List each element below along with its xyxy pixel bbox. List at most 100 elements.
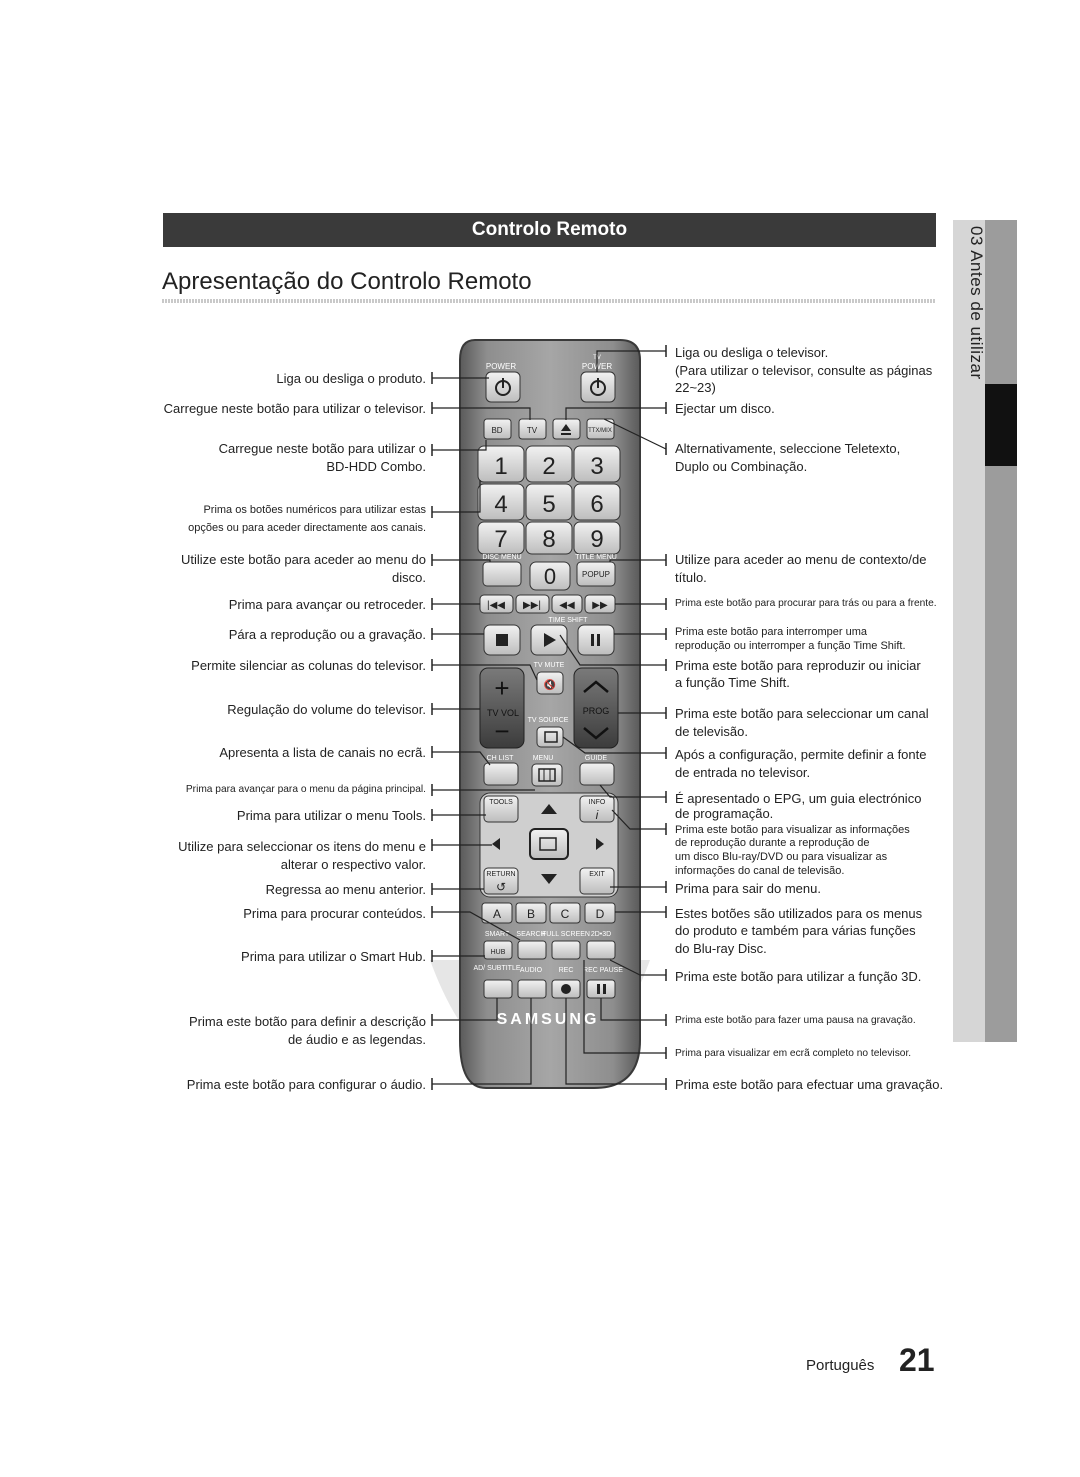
- return-button[interactable]: RETURN↺: [483, 867, 519, 895]
- label-guide: É apresentado o EPG, um guia electrónico: [675, 791, 922, 806]
- svg-text:RETURN: RETURN: [486, 871, 515, 878]
- svg-text:4: 4: [494, 491, 507, 518]
- svg-text:EXIT: EXIT: [589, 871, 605, 878]
- color-a-button[interactable]: A: [481, 902, 513, 924]
- smart-hub-button[interactable]: HUB: [483, 940, 513, 960]
- eject-button[interactable]: [552, 418, 581, 440]
- svg-text:C: C: [561, 907, 570, 921]
- svg-text:+: +: [494, 673, 509, 703]
- label-rec: Prima este botão para efectuar uma grava…: [675, 1077, 944, 1092]
- label-disc-menu-2: disco.: [392, 570, 426, 585]
- play-button[interactable]: [530, 624, 568, 656]
- label-ttx-2: Duplo ou Combinação.: [675, 459, 808, 474]
- down-arrow-button[interactable]: [541, 874, 557, 884]
- rec-label: REC: [559, 967, 574, 974]
- svg-text:7: 7: [494, 526, 507, 553]
- pause-button[interactable]: [577, 624, 615, 656]
- enter-button[interactable]: [529, 828, 569, 860]
- svg-text:◀◀: ◀◀: [559, 600, 575, 611]
- label-play: Prima este botão para reproduzir ou inic…: [675, 658, 921, 673]
- number-button[interactable]: 6: [573, 483, 621, 521]
- svg-text:|◀◀: |◀◀: [487, 600, 505, 611]
- chapter-marker: [985, 384, 1017, 466]
- label-prog: Prima este botão para seleccionar um can…: [675, 706, 929, 721]
- tv-button[interactable]: TV: [518, 418, 547, 440]
- number-button[interactable]: 3: [573, 445, 621, 483]
- power-button-product[interactable]: [485, 371, 521, 403]
- full-screen-button[interactable]: [551, 940, 581, 960]
- svg-text:6: 6: [590, 491, 603, 518]
- number-pad: 1 2 3 4 5 6 7 8 9: [477, 445, 621, 555]
- label-pause: Prima este botão para interromper uma: [675, 626, 867, 638]
- exit-button[interactable]: EXIT: [579, 867, 615, 895]
- power-button-tv[interactable]: [580, 371, 616, 403]
- svg-text:TOOLS: TOOLS: [489, 799, 513, 806]
- label-volume: Regulação do volume do televisor.: [227, 702, 426, 717]
- number-button[interactable]: 5: [525, 483, 573, 521]
- number-button[interactable]: 1: [477, 445, 525, 483]
- tools-button[interactable]: TOOLS: [483, 795, 519, 823]
- menu-button[interactable]: [531, 763, 563, 787]
- prog-rocker[interactable]: PROG: [573, 667, 619, 749]
- label-search: Prima para procurar conteúdos.: [243, 906, 426, 921]
- 2d-3d-label: 2D•3D: [591, 931, 611, 938]
- section-title: Controlo Remoto: [471, 219, 628, 240]
- number-button[interactable]: 8: [525, 521, 573, 555]
- svg-text:🔇: 🔇: [544, 678, 556, 691]
- label-eject: Ejectar um disco.: [675, 401, 775, 416]
- label-rec-pause: Prima este botão para fazer uma pausa na…: [675, 1015, 916, 1026]
- stop-button[interactable]: [483, 624, 521, 656]
- skip-back-button[interactable]: |◀◀: [479, 594, 514, 614]
- number-button[interactable]: 7: [477, 521, 525, 555]
- label-bd-button: Carregue neste botão para utilizar o: [218, 441, 426, 456]
- label-popup: Utilize para aceder ao menu de contexto/…: [675, 552, 927, 567]
- label-power-tv-2: (Para utilizar o televisor, consulte as …: [675, 363, 933, 378]
- title-menu-label: TITLE MENU: [575, 554, 617, 561]
- bd-button[interactable]: BD: [483, 418, 512, 440]
- label-pause-2: reprodução ou interromper a função Time …: [675, 640, 906, 652]
- skip-forward-button[interactable]: ▶▶|: [515, 594, 550, 614]
- left-arrow-button[interactable]: [490, 838, 500, 850]
- number-button[interactable]: 0: [529, 561, 571, 591]
- search-back-button[interactable]: ◀◀: [551, 594, 583, 614]
- up-arrow-button[interactable]: [541, 804, 557, 814]
- section-header-bar: Controlo Remoto: [163, 213, 936, 247]
- color-d-button[interactable]: D: [584, 902, 616, 924]
- 2d-3d-button[interactable]: [586, 940, 616, 960]
- number-button[interactable]: 4: [477, 483, 525, 521]
- color-b-button[interactable]: B: [515, 902, 547, 924]
- ch-list-button[interactable]: [483, 762, 519, 786]
- label-bd-button-2: BD-HDD Combo.: [326, 459, 426, 474]
- ttx-mix-button[interactable]: TTX/MIX: [586, 418, 615, 440]
- color-c-button[interactable]: C: [549, 902, 581, 924]
- label-3d: Prima este botão para utilizar a função …: [675, 969, 922, 984]
- tv-mute-button[interactable]: 🔇: [536, 671, 564, 695]
- rec-pause-button[interactable]: [586, 979, 616, 999]
- search-button[interactable]: [517, 940, 547, 960]
- popup-button[interactable]: POPUP: [576, 561, 616, 587]
- label-prog-2: de televisão.: [675, 724, 748, 739]
- label-tools: Prima para utilizar o menu Tools.: [236, 808, 426, 823]
- label-ad-subtitle: Prima este botão para definir a descriçã…: [188, 1014, 426, 1029]
- rec-button[interactable]: [551, 979, 581, 999]
- page-number: 21: [899, 1342, 935, 1378]
- label-navigation-2: alterar o respectivo valor.: [280, 857, 426, 872]
- label-power-tv: Liga ou desliga o televisor.: [675, 345, 829, 360]
- svg-text:PROG: PROG: [583, 706, 610, 716]
- search-forward-button[interactable]: ▶▶: [584, 594, 616, 614]
- svg-text:TTX/MIX: TTX/MIX: [588, 428, 612, 434]
- number-button[interactable]: 2: [525, 445, 573, 483]
- number-button[interactable]: 9: [573, 521, 621, 555]
- audio-button[interactable]: [517, 979, 547, 999]
- ad-subtitle-button[interactable]: [483, 979, 513, 999]
- disc-menu-button[interactable]: [482, 561, 522, 587]
- svg-text:0: 0: [544, 564, 556, 589]
- tv-source-button[interactable]: [536, 726, 564, 748]
- tv-volume-rocker[interactable]: + − TV VOL: [479, 667, 525, 749]
- right-arrow-button[interactable]: [596, 838, 604, 850]
- guide-button[interactable]: [579, 762, 615, 786]
- disc-menu-label: DISC MENU: [482, 554, 521, 561]
